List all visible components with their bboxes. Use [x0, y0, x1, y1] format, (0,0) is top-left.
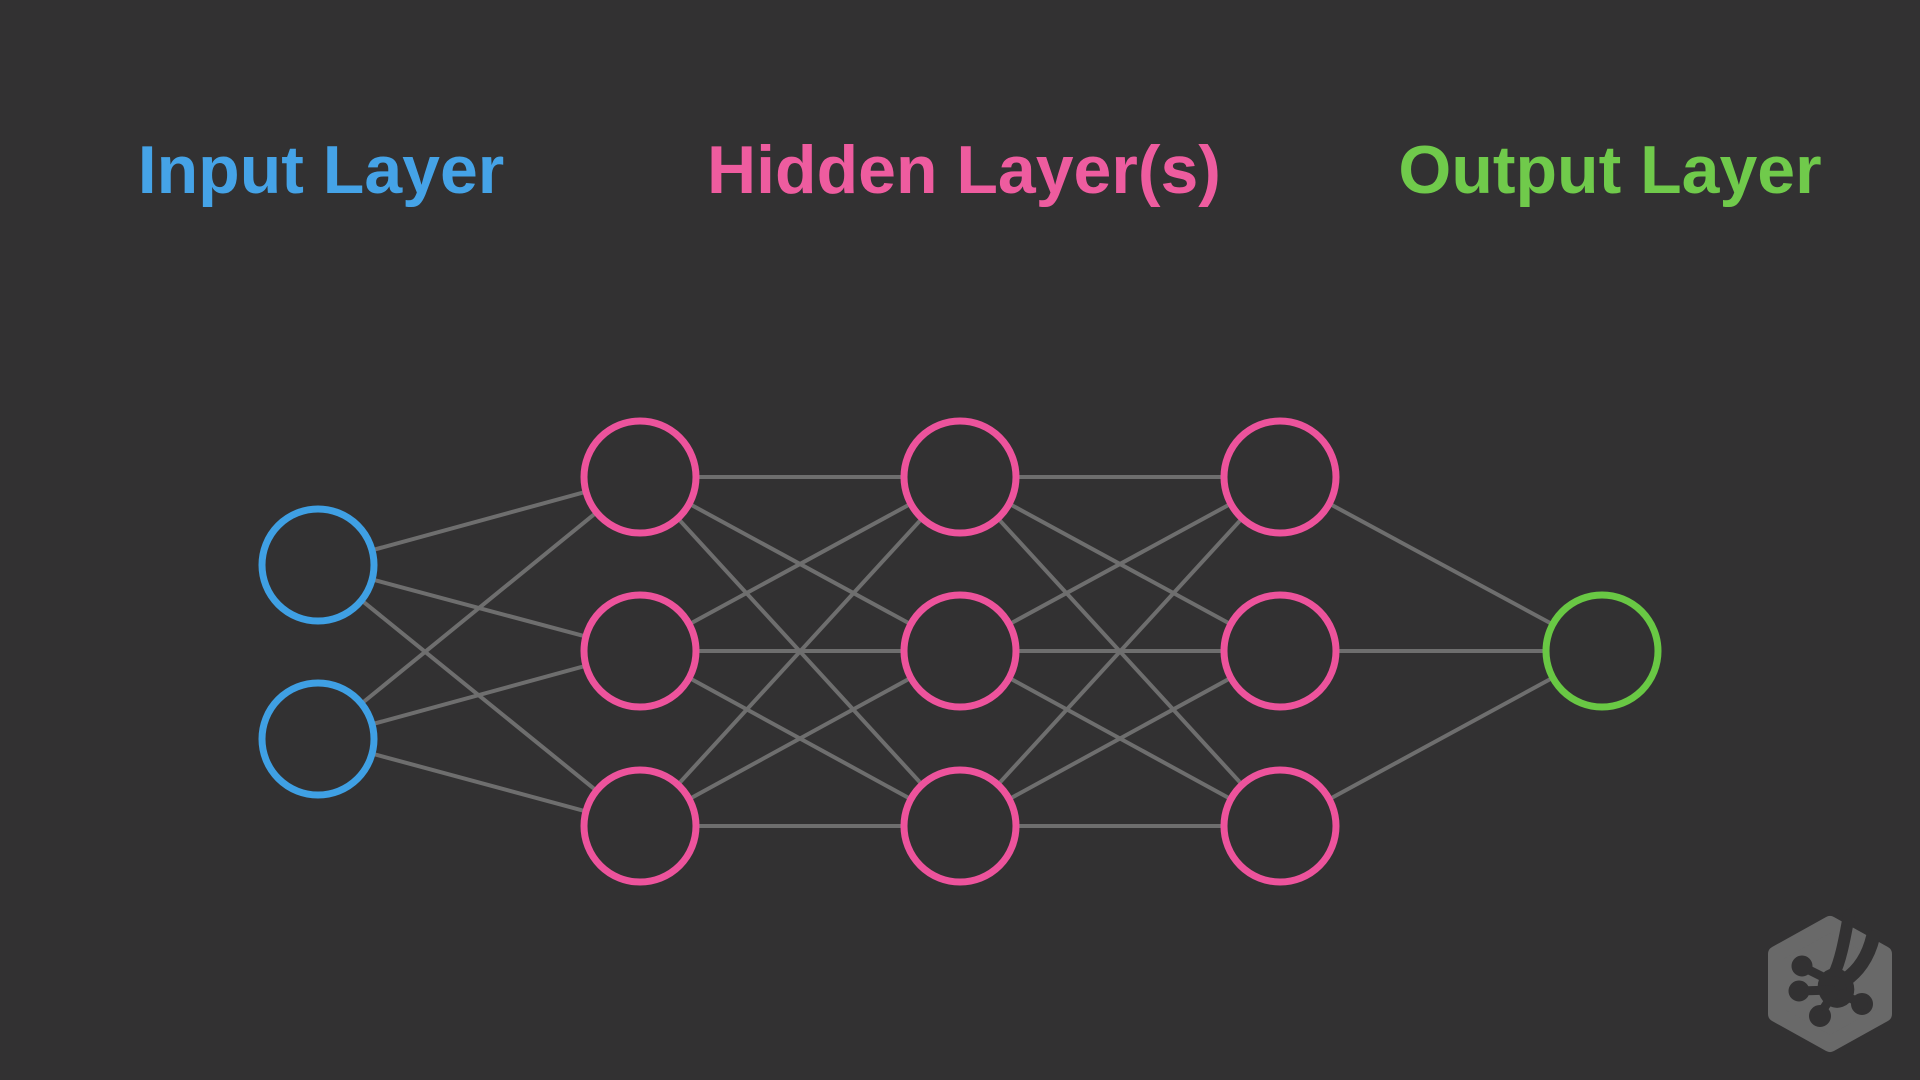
- node-hidden-1-1: [580, 417, 700, 537]
- nodes-group: [258, 417, 1662, 886]
- node-hidden-3-3: [1220, 766, 1340, 886]
- node-hidden-2-1: [900, 417, 1020, 537]
- node-hidden-1-3: [580, 766, 700, 886]
- edge-hidden-2-to-hidden-3: [959, 649, 1281, 828]
- hidden-layer-label: Hidden Layer(s): [707, 132, 1221, 208]
- node-hidden-3-2: [1220, 591, 1340, 711]
- output-layer-label: Output Layer: [1398, 132, 1822, 208]
- node-hidden-1-2: [580, 591, 700, 711]
- edge-hidden-2-to-hidden-3: [959, 475, 1281, 653]
- hexagon-frog-foot-logo: [1768, 909, 1892, 1052]
- edge-hidden-3-to-output: [1279, 649, 1603, 828]
- node-hidden-2-3: [900, 766, 1020, 886]
- node-hidden-3-1: [1220, 417, 1340, 537]
- frog-foot-cutout: [1788, 909, 1880, 1027]
- edge-hidden-1-to-hidden-2: [639, 475, 961, 653]
- edge-hidden-1-to-hidden-2: [639, 649, 961, 828]
- edge-hidden-1-to-hidden-2: [638, 475, 962, 828]
- edge-input-to-hidden-1: [316, 475, 642, 741]
- input-layer-label: Input Layer: [137, 132, 505, 208]
- node-input-1: [258, 505, 378, 625]
- edge-hidden-3-to-output: [1279, 475, 1603, 653]
- node-output-1: [1542, 591, 1662, 711]
- node-input-2: [258, 679, 378, 799]
- node-hidden-2-2: [900, 591, 1020, 711]
- edge-hidden-2-to-hidden-3: [958, 475, 1282, 828]
